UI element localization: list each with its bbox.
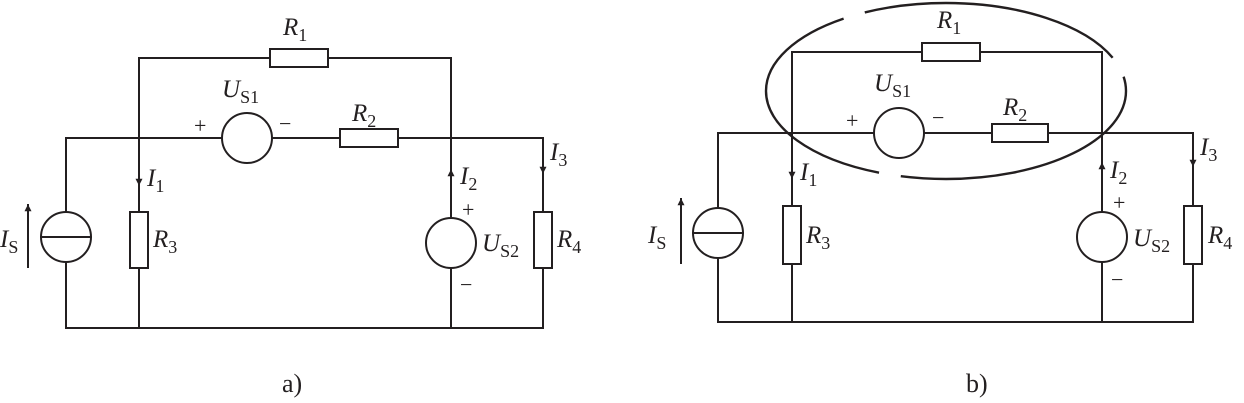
circuit-a: R1 R2 R3 R4 US1 US2 IS I1 I2 I3 + − + − … bbox=[0, 14, 581, 398]
polarity-us2-minus: − bbox=[1111, 267, 1123, 292]
label-i2: I2 bbox=[459, 163, 477, 194]
label-is: IS bbox=[647, 222, 666, 253]
label-i3: I3 bbox=[1199, 134, 1217, 165]
polarity-us2-plus: + bbox=[1113, 190, 1125, 215]
label-r2: R2 bbox=[1002, 94, 1027, 125]
label-i2: I2 bbox=[1109, 157, 1127, 188]
polarity-us1-plus: + bbox=[846, 108, 858, 133]
voltage-source-us1 bbox=[873, 107, 925, 159]
label-r4: R4 bbox=[1207, 222, 1232, 253]
wire-top bbox=[791, 51, 1103, 134]
voltage-source-us2 bbox=[1076, 211, 1128, 263]
label-us1: US1 bbox=[222, 76, 259, 107]
label-us2: US2 bbox=[1133, 225, 1170, 256]
label-i1: I1 bbox=[799, 159, 817, 190]
polarity-us2-minus: − bbox=[460, 272, 472, 297]
polarity-us1-minus: − bbox=[279, 111, 291, 136]
circuit-b: R1 R2 R3 R4 US1 US2 IS I1 I2 I3 + − + − … bbox=[647, 1, 1232, 398]
label-us1: US1 bbox=[874, 70, 911, 101]
label-r2: R2 bbox=[351, 100, 376, 131]
label-is: IS bbox=[0, 226, 18, 257]
label-r1: R1 bbox=[282, 14, 307, 45]
label-r3: R3 bbox=[805, 222, 830, 253]
caption-b: b) bbox=[966, 369, 988, 398]
wire-top bbox=[138, 57, 452, 139]
resistor-r1 bbox=[269, 48, 329, 68]
voltage-source-us2 bbox=[425, 217, 477, 269]
resistor-r4 bbox=[1183, 205, 1203, 265]
polarity-us1-plus: + bbox=[194, 113, 206, 138]
resistor-r4 bbox=[533, 211, 553, 269]
label-r3: R3 bbox=[152, 226, 177, 257]
resistor-r1 bbox=[921, 42, 981, 62]
label-r4: R4 bbox=[556, 226, 581, 257]
voltage-source-us1 bbox=[221, 112, 273, 164]
supernode-ellipse bbox=[764, 1, 1128, 181]
current-source-is bbox=[692, 207, 744, 259]
label-i1: I1 bbox=[146, 165, 164, 196]
label-i3: I3 bbox=[549, 139, 567, 170]
polarity-us2-plus: + bbox=[462, 197, 474, 222]
label-r1: R1 bbox=[936, 7, 961, 38]
caption-a: a) bbox=[282, 369, 302, 398]
current-source-is bbox=[40, 211, 92, 263]
polarity-us1-minus: − bbox=[932, 105, 944, 130]
resistor-r3 bbox=[782, 205, 802, 265]
label-us2: US2 bbox=[482, 230, 519, 261]
resistor-r2 bbox=[339, 128, 399, 148]
resistor-r2 bbox=[991, 123, 1049, 143]
resistor-r3 bbox=[129, 211, 149, 269]
